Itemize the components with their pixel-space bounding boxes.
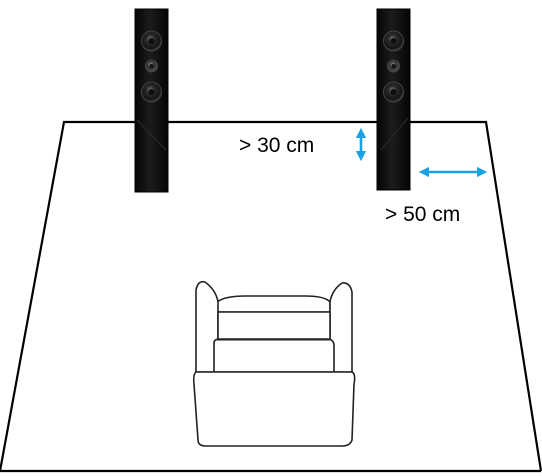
left-speaker-icon [134,8,169,193]
armchair-icon [192,280,356,447]
back-wall-distance-label: > 30 cm [236,133,318,158]
right-speaker-icon [376,8,411,191]
room-floor-outline [0,120,542,473]
side-wall-distance-label: > 50 cm [382,202,464,227]
